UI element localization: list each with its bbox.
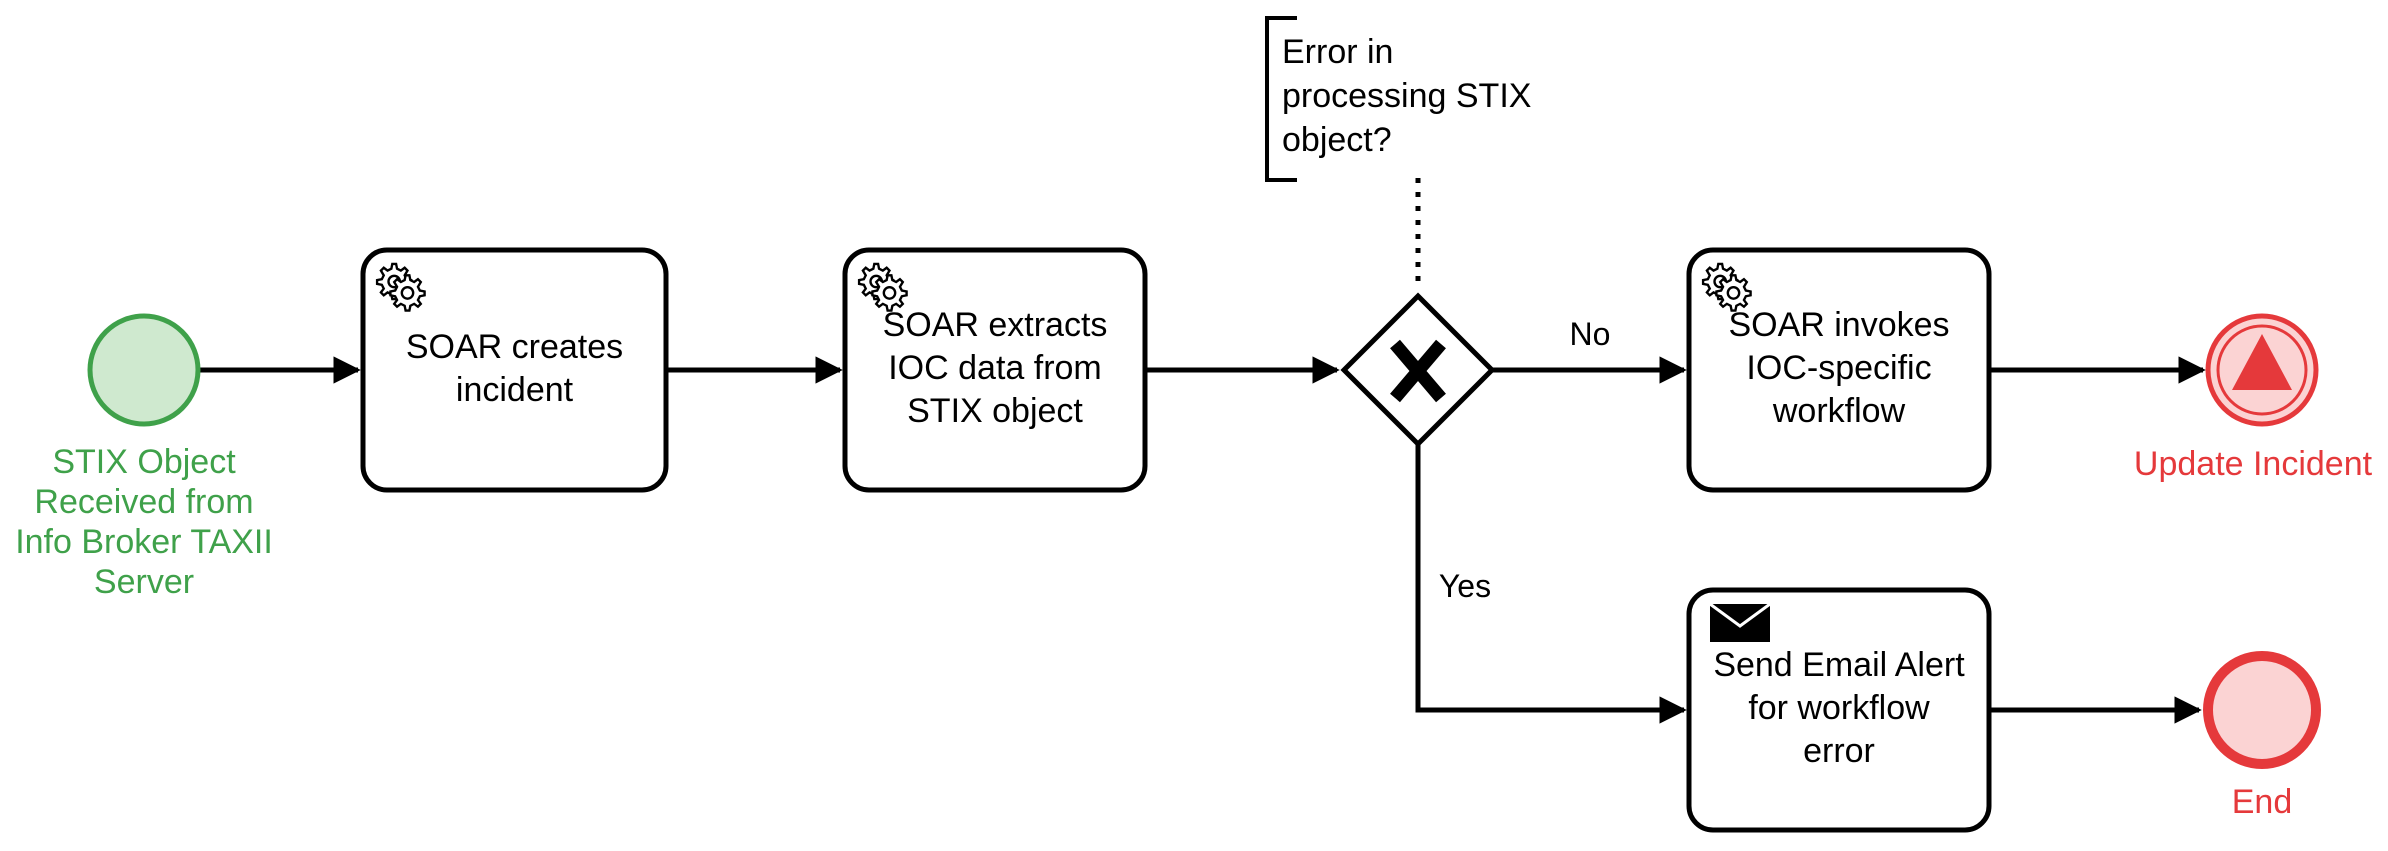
flow-gateway-yes	[1415, 444, 1687, 724]
task-soar-invokes-workflow[interactable]	[1686, 247, 1992, 493]
task-extract-label: SOAR extracts IOC data from STIX object	[882, 306, 1108, 430]
gateway-x-icon	[1390, 339, 1446, 403]
envelope-icon	[1709, 602, 1771, 642]
task-email-label: Send Email Alert for workflow error	[1713, 646, 1965, 770]
start-event[interactable]	[87, 313, 201, 427]
task-invoke-label: SOAR invokes IOC-specific workflow	[1728, 306, 1950, 430]
end-update-label: Update Incident	[2133, 445, 2373, 483]
end-event-end[interactable]	[2203, 651, 2321, 769]
end-event-inner-ring	[2216, 324, 2308, 416]
task-send-email-alert[interactable]	[1686, 587, 1992, 833]
task-create-label: SOAR creates incident	[405, 328, 624, 409]
flow-no-label: No	[1569, 316, 1611, 352]
annotation-bracket	[1265, 16, 1297, 182]
end-label: End	[2231, 783, 2293, 821]
task-soar-extracts-ioc[interactable]	[842, 247, 1148, 493]
flow-yes-label: Yes	[1438, 568, 1492, 604]
task-soar-creates-incident[interactable]	[360, 247, 669, 493]
triangle-escalation-icon	[2232, 334, 2292, 390]
gateway-annotation: Error in processing STIX object?	[1282, 33, 1532, 159]
start-event-label: STIX Object Received from Info Broker TA…	[15, 443, 273, 601]
